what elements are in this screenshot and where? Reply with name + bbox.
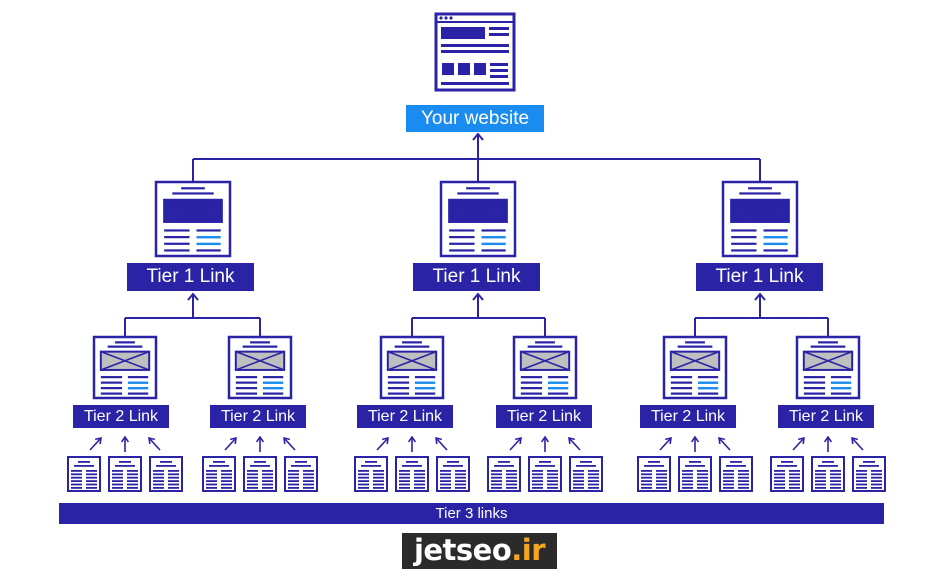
tier1-label-2: Tier 1 Link bbox=[413, 263, 540, 291]
tier3-doc-icon-3 bbox=[149, 456, 183, 492]
arrow-tier3-right-5 bbox=[718, 436, 731, 451]
website-browser-icon bbox=[434, 12, 516, 92]
tier2-label-2: Tier 2 Link bbox=[210, 405, 306, 428]
tier3-doc-icon-16 bbox=[770, 456, 804, 492]
arrow-tier3-center-2 bbox=[255, 435, 265, 452]
arrow-tier3-center-3 bbox=[407, 435, 417, 452]
arrow-tier3-right-1 bbox=[148, 436, 161, 451]
arrow-tier3-left-6 bbox=[792, 436, 805, 451]
tier3-doc-icon-7 bbox=[354, 456, 388, 492]
tier3-doc-icon-2 bbox=[108, 456, 142, 492]
tier3-links-bar: Tier 3 links bbox=[59, 503, 884, 524]
tier3-doc-icon-11 bbox=[528, 456, 562, 492]
tier3-doc-icon-1 bbox=[67, 456, 101, 492]
tier3-doc-icon-4 bbox=[202, 456, 236, 492]
arrow-tier3-right-2 bbox=[283, 436, 296, 451]
arrow-tier3-right-3 bbox=[435, 436, 448, 451]
arrow-to-tier1-2 bbox=[472, 292, 484, 301]
tier3-doc-icon-13 bbox=[637, 456, 671, 492]
arrow-tier3-center-4 bbox=[540, 435, 550, 452]
tier2-label-4: Tier 2 Link bbox=[496, 405, 592, 428]
tier3-doc-icon-12 bbox=[569, 456, 603, 492]
tier2-page-icon-3 bbox=[379, 335, 445, 400]
arrow-tier3-center-6 bbox=[823, 435, 833, 452]
tier3-doc-icon-10 bbox=[487, 456, 521, 492]
tier2-label-5: Tier 2 Link bbox=[640, 405, 736, 428]
logo-text-accent: .ir bbox=[511, 533, 546, 567]
tier3-doc-icon-5 bbox=[243, 456, 277, 492]
arrow-tier3-center-5 bbox=[690, 435, 700, 452]
tier3-doc-icon-18 bbox=[852, 456, 886, 492]
tier2-label-6: Tier 2 Link bbox=[778, 405, 874, 428]
tier3-doc-icon-15 bbox=[719, 456, 753, 492]
tier2-page-icon-5 bbox=[662, 335, 728, 400]
tier3-doc-icon-8 bbox=[395, 456, 429, 492]
arrow-tier3-right-4 bbox=[568, 436, 581, 451]
tier3-doc-icon-6 bbox=[284, 456, 318, 492]
tier2-label-3: Tier 2 Link bbox=[357, 405, 453, 428]
tier3-doc-icon-9 bbox=[436, 456, 470, 492]
tier1-label-3: Tier 1 Link bbox=[696, 263, 823, 291]
tier1-page-icon-3 bbox=[721, 180, 799, 258]
arrow-tier3-center-1 bbox=[120, 435, 130, 452]
tier2-page-icon-4 bbox=[512, 335, 578, 400]
tier1-label-1: Tier 1 Link bbox=[127, 263, 254, 291]
tier2-page-icon-2 bbox=[227, 335, 293, 400]
arrow-to-root bbox=[472, 132, 484, 141]
tier2-page-icon-6 bbox=[795, 335, 861, 400]
arrow-to-tier1-3 bbox=[754, 292, 766, 301]
tier1-page-icon-2 bbox=[439, 180, 517, 258]
tier2-page-icon-1 bbox=[92, 335, 158, 400]
tier3-doc-icon-17 bbox=[811, 456, 845, 492]
arrow-to-tier1-1 bbox=[187, 292, 199, 301]
tier2-label-1: Tier 2 Link bbox=[73, 405, 169, 428]
arrow-tier3-right-6 bbox=[851, 436, 864, 451]
tier1-page-icon-1 bbox=[154, 180, 232, 258]
arrow-tier3-left-4 bbox=[509, 436, 522, 451]
your-website-label: Your website bbox=[406, 105, 544, 132]
arrow-tier3-left-5 bbox=[659, 436, 672, 451]
arrow-tier3-left-3 bbox=[376, 436, 389, 451]
arrow-tier3-left-2 bbox=[224, 436, 237, 451]
logo-text-main: jetseo bbox=[413, 533, 512, 567]
jetseo-logo: jetseo.ir bbox=[402, 533, 557, 569]
arrow-tier3-left-1 bbox=[89, 436, 102, 451]
tier3-doc-icon-14 bbox=[678, 456, 712, 492]
